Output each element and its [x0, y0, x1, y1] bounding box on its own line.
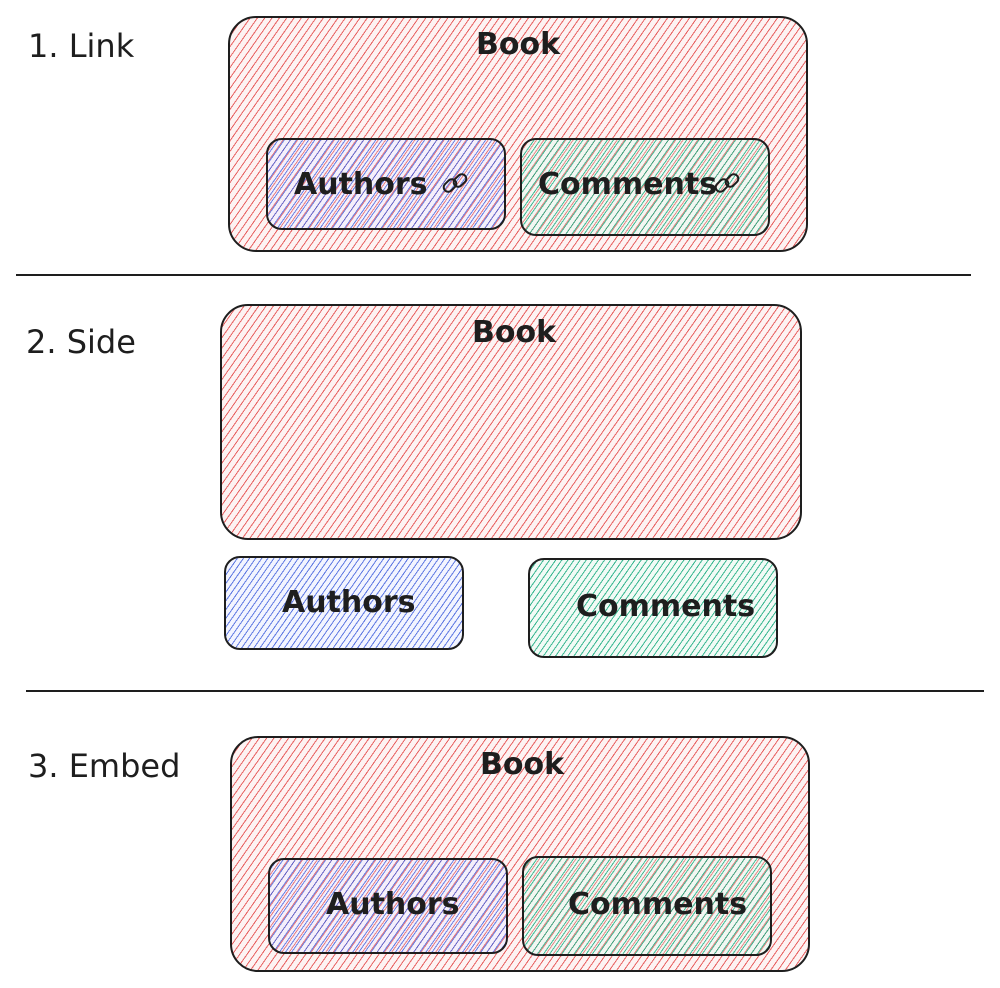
authors-label-side: Authors: [282, 585, 416, 620]
book-label-side: Book: [472, 315, 557, 350]
book-label-link: Book: [476, 27, 561, 62]
divider-1: [16, 274, 971, 276]
link-icon: [442, 173, 468, 193]
comments-box-embed: [522, 856, 772, 956]
authors-box-link: [266, 138, 506, 230]
divider-2: [26, 690, 984, 692]
section-label-embed: 3. Embed: [28, 747, 181, 785]
link-icon: [714, 173, 740, 193]
authors-box-side: [224, 556, 464, 650]
comments-label-embed: Comments: [568, 887, 748, 922]
comments-label-side: Comments: [576, 589, 756, 624]
comments-box-side: [528, 558, 778, 658]
comments-label-link: Comments: [538, 167, 718, 202]
section-label-link: 1. Link: [28, 27, 135, 65]
book-box-side: [220, 304, 802, 540]
authors-label-link: Authors: [294, 167, 428, 202]
section-label-side: 2. Side: [26, 323, 136, 361]
authors-box-embed: [268, 858, 508, 954]
authors-label-embed: Authors: [326, 887, 460, 922]
book-label-embed: Book: [480, 747, 565, 782]
